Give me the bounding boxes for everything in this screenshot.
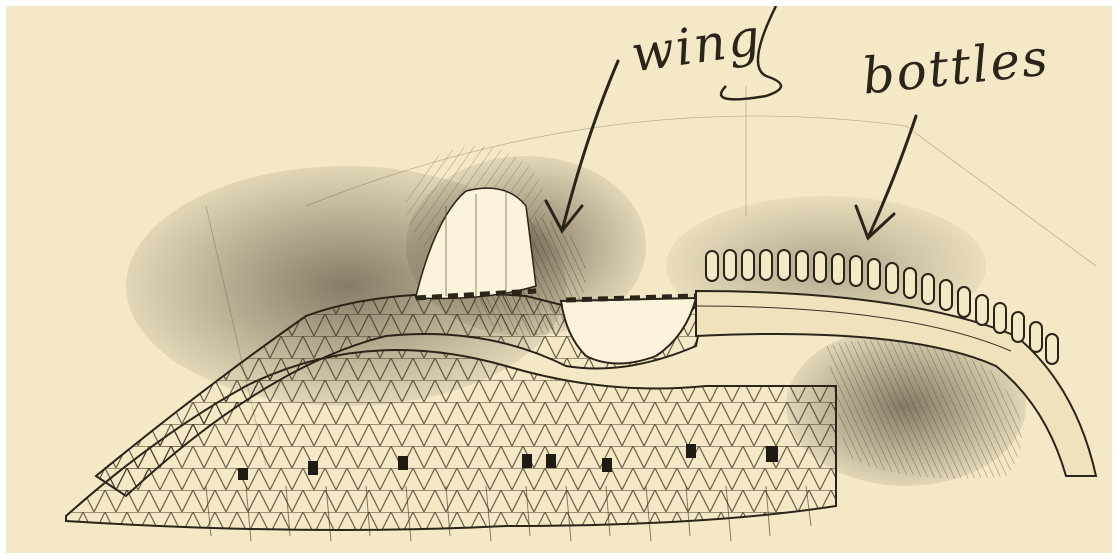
drawing-page: wing bottles [0, 0, 1118, 559]
